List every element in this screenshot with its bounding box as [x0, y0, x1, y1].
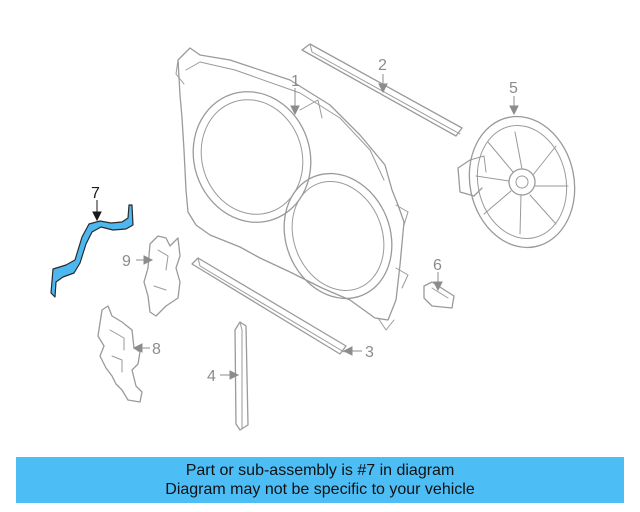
part-2-upper-seal[interactable]: [301, 43, 463, 137]
callout-6: 6: [433, 257, 442, 274]
callout-5: 5: [509, 80, 518, 97]
callout-8: 8: [152, 341, 161, 358]
part-7-highlighted[interactable]: [50, 204, 134, 298]
banner-line-1: Part or sub-assembly is #7 in diagram: [185, 462, 455, 479]
callout-4: 4: [207, 368, 216, 385]
callout-9: 9: [122, 253, 131, 270]
leader-line-7: [92, 200, 102, 222]
callout-7: 7: [91, 185, 100, 202]
parts-diagram: 1 2 3 4 5 6 7 8 9: [50, 43, 586, 431]
part-8-bracket[interactable]: [97, 305, 143, 403]
callout-2: 2: [378, 57, 387, 74]
part-3-lower-seal[interactable]: [191, 257, 347, 355]
info-banner: Part or sub-assembly is #7 in diagram Di…: [16, 457, 624, 503]
banner-line-2: Diagram may not be specific to your vehi…: [165, 481, 475, 498]
part-9-bracket[interactable]: [143, 235, 181, 317]
leader-lines: [132, 74, 519, 380]
callout-1: 1: [291, 73, 300, 90]
part-4-side-seal[interactable]: [234, 321, 249, 431]
part-6-clip[interactable]: [423, 281, 455, 309]
callout-3: 3: [365, 344, 374, 361]
part-1-fan-shroud[interactable]: [175, 47, 410, 331]
part-5-cooling-fan[interactable]: [457, 107, 586, 258]
